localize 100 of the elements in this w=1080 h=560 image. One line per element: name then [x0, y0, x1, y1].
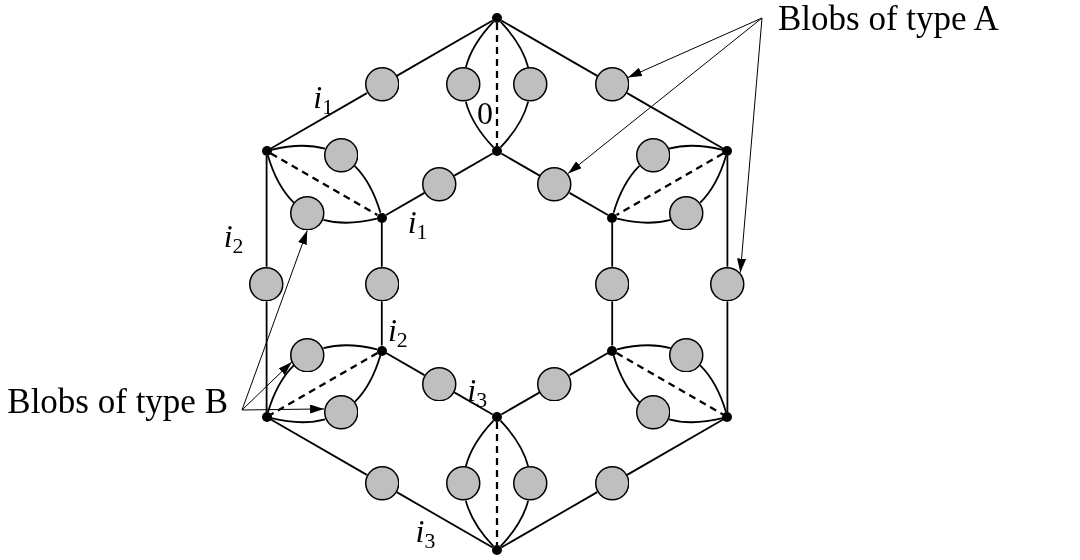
line	[270, 418, 368, 476]
curved-line	[612, 354, 641, 404]
curved-line	[699, 364, 727, 414]
line	[270, 92, 368, 150]
vertex-dot	[376, 345, 387, 356]
leader-arrow	[737, 17, 763, 274]
leader-arrow	[241, 229, 308, 411]
line	[453, 391, 494, 416]
blob-circle	[446, 466, 481, 501]
vertex-dot	[607, 345, 618, 356]
vertex-dot	[722, 412, 733, 422]
line	[380, 221, 383, 268]
curved-line	[699, 154, 727, 204]
line	[626, 92, 724, 150]
leader-arrow	[627, 17, 763, 78]
vertex-dot	[261, 412, 272, 422]
curved-line	[499, 20, 530, 69]
curved-line	[322, 344, 378, 351]
curved-line	[464, 100, 495, 149]
blob-circle	[446, 67, 481, 102]
line	[453, 152, 494, 177]
line	[385, 352, 426, 377]
blob-circle	[290, 337, 325, 373]
vertex-dot	[492, 412, 502, 422]
blob-circle	[249, 266, 284, 302]
callout-label: Blobs of type B	[7, 382, 228, 421]
blob-circle	[669, 195, 704, 231]
edge-label: i$_{2}$	[223, 219, 244, 252]
dashed-line	[270, 352, 379, 416]
blob-circle	[290, 195, 325, 231]
vertex-dot	[261, 146, 272, 156]
dashed-line	[495, 422, 499, 545]
curved-line	[270, 144, 326, 151]
blob-circle	[323, 395, 359, 430]
blob-circle	[669, 337, 704, 373]
blob-circle	[710, 266, 745, 302]
blob-circle	[537, 167, 572, 202]
line	[265, 300, 268, 413]
dashed-line	[615, 352, 724, 416]
dashed-line	[615, 152, 724, 216]
line	[380, 300, 383, 347]
line	[611, 300, 614, 347]
line	[726, 155, 729, 268]
dashed-line	[270, 152, 379, 216]
line	[611, 221, 614, 268]
line	[568, 191, 609, 216]
blob-circle	[594, 266, 630, 302]
edge-label: i$_{1}$	[313, 80, 334, 113]
curved-line	[499, 419, 530, 468]
curved-line	[616, 344, 672, 351]
blob-circle	[513, 466, 548, 501]
blob-circle	[422, 366, 457, 401]
curved-line	[267, 364, 295, 414]
blob-circle	[422, 167, 457, 202]
callout-label: Blobs of type A	[778, 0, 999, 38]
blob-circle	[323, 138, 359, 173]
blob-circle	[364, 466, 400, 501]
edge-label: i$_{3}$	[415, 514, 436, 547]
curved-line	[464, 499, 495, 548]
vertex-dot	[376, 212, 387, 223]
curved-line	[464, 20, 495, 69]
curved-line	[464, 419, 495, 468]
leader-arrow	[241, 361, 293, 411]
blob-circle	[635, 138, 671, 173]
curved-line	[499, 499, 530, 548]
curved-line	[353, 164, 382, 214]
vertex-dot	[722, 146, 733, 156]
blob-circle	[594, 67, 630, 102]
edge-label: i$_{1}$	[407, 205, 428, 238]
leader-arrow	[241, 404, 325, 414]
line	[726, 300, 729, 413]
blob-circle	[364, 67, 400, 102]
curved-line	[668, 417, 724, 424]
vertex-dot	[492, 13, 502, 23]
blob-circle	[635, 395, 671, 430]
line	[500, 19, 599, 77]
line	[395, 491, 494, 549]
blob-circle	[537, 366, 572, 401]
vertex-dot	[607, 212, 618, 223]
line	[568, 352, 609, 377]
line	[626, 418, 724, 476]
line	[500, 491, 599, 549]
edge-label: 0	[477, 97, 493, 129]
curved-line	[612, 164, 641, 214]
curved-line	[668, 144, 724, 151]
curved-line	[267, 154, 295, 204]
blob-circle	[513, 67, 548, 102]
edge-label: i$_{2}$	[387, 314, 408, 347]
line	[395, 19, 494, 77]
dashed-line	[495, 23, 499, 146]
leader-arrow	[567, 17, 763, 174]
vertex-dot	[492, 146, 502, 156]
blob-circle	[594, 466, 630, 501]
vertex-dot	[492, 545, 502, 555]
line	[385, 191, 426, 216]
curved-line	[270, 417, 326, 424]
curved-line	[616, 217, 672, 224]
line	[500, 152, 541, 177]
curved-line	[499, 100, 530, 149]
curved-line	[322, 217, 378, 224]
